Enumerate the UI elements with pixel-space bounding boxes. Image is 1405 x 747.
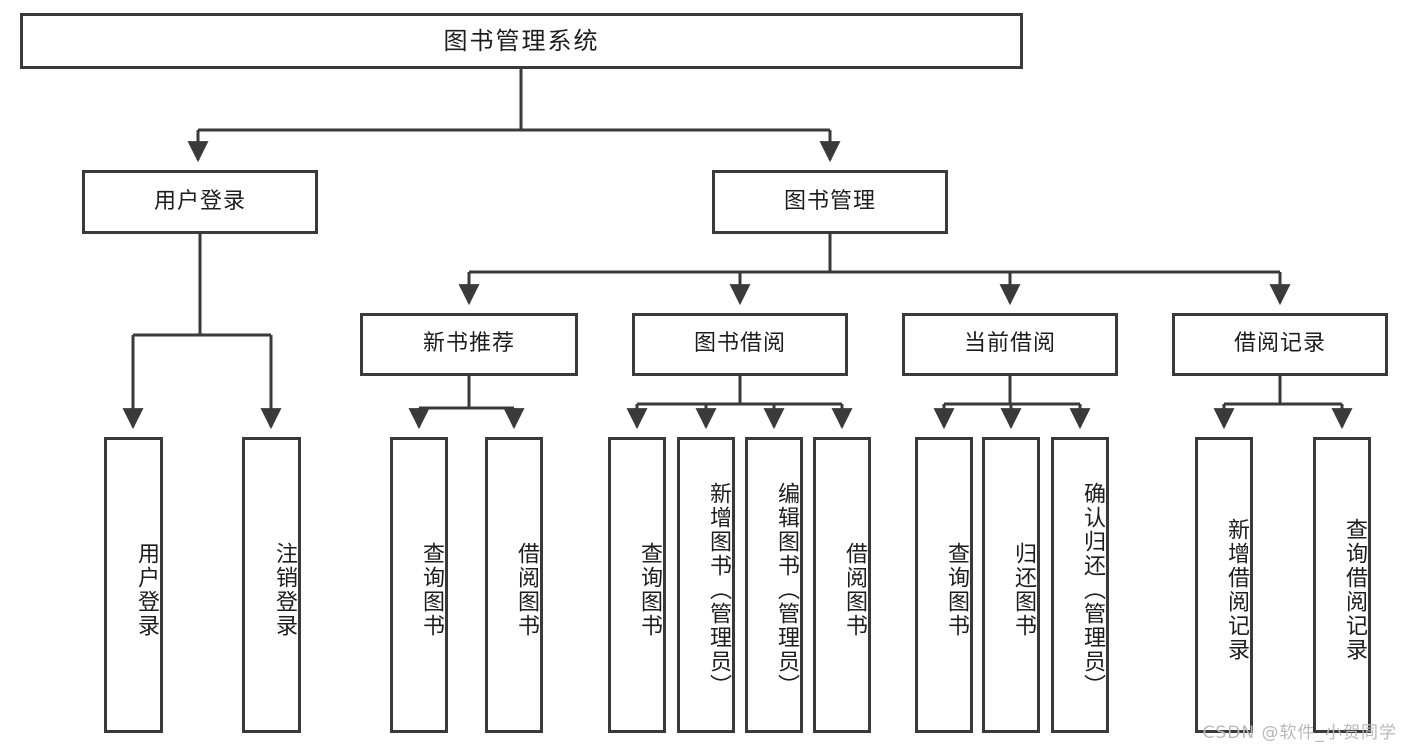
leaf-user-login-signin[interactable]: 用户登录 — [104, 437, 163, 733]
node-label: 查询借阅记录 — [1342, 518, 1367, 662]
node-new-book-recommend[interactable]: 新书推荐 — [360, 313, 578, 376]
node-root-book-management-system[interactable]: 图书管理系统 — [20, 13, 1023, 69]
leaf-borrow-add-book-admin[interactable]: 新增图书（管理员） — [677, 437, 735, 733]
node-label: 用户登录 — [134, 542, 159, 638]
node-label: 图书借阅 — [693, 331, 786, 357]
csdn-watermark: CSDN @软件_小贺同学 — [1202, 723, 1397, 743]
node-label: 新书推荐 — [422, 331, 515, 357]
node-label: 注销登录 — [272, 542, 297, 638]
node-label: 查询图书 — [637, 542, 662, 638]
leaf-borrow-query-book[interactable]: 查询图书 — [608, 437, 666, 733]
leaf-borrow-borrow-book[interactable]: 借阅图书 — [813, 437, 871, 733]
leaf-new-book-borrow[interactable]: 借阅图书 — [485, 437, 543, 733]
node-label: 查询图书 — [419, 542, 444, 638]
node-label: 图书管理系统 — [443, 26, 600, 55]
node-label: 归还图书 — [1011, 542, 1036, 638]
node-label: 新增图书（管理员） — [706, 482, 731, 698]
node-label: 查询图书 — [944, 542, 969, 638]
leaf-current-return-book[interactable]: 归还图书 — [982, 437, 1040, 733]
leaf-record-query-borrow-record[interactable]: 查询借阅记录 — [1313, 437, 1371, 733]
node-label: 借阅图书 — [514, 542, 539, 638]
node-borrow-record[interactable]: 借阅记录 — [1172, 313, 1388, 376]
node-label: 当前借阅 — [963, 331, 1056, 357]
node-label: 编辑图书（管理员） — [774, 482, 799, 698]
node-label: 新增借阅记录 — [1224, 518, 1249, 662]
node-user-login[interactable]: 用户登录 — [82, 170, 318, 234]
leaf-user-login-signout[interactable]: 注销登录 — [242, 437, 301, 733]
node-label: 用户登录 — [153, 188, 246, 214]
leaf-borrow-edit-book-admin[interactable]: 编辑图书（管理员） — [745, 437, 803, 733]
leaf-record-add-borrow-record[interactable]: 新增借阅记录 — [1195, 437, 1253, 733]
leaf-new-book-query[interactable]: 查询图书 — [390, 437, 448, 733]
node-label: 确认归还（管理员） — [1080, 482, 1105, 698]
node-book-borrow[interactable]: 图书借阅 — [632, 313, 848, 376]
leaf-current-confirm-return-admin[interactable]: 确认归还（管理员） — [1051, 437, 1109, 733]
node-label: 借阅记录 — [1233, 331, 1326, 357]
leaf-current-query-book[interactable]: 查询图书 — [915, 437, 973, 733]
node-label: 图书管理 — [783, 188, 876, 214]
node-label: 借阅图书 — [842, 542, 867, 638]
node-current-borrow[interactable]: 当前借阅 — [902, 313, 1118, 376]
node-book-management[interactable]: 图书管理 — [712, 170, 948, 234]
